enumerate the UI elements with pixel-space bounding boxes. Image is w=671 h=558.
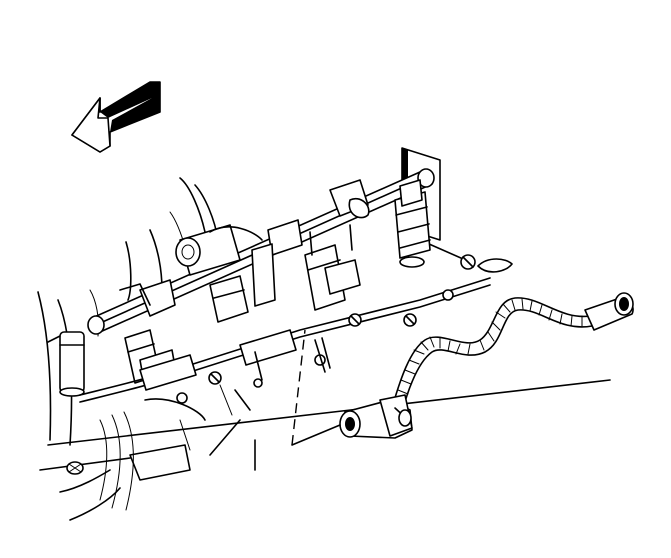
fuel-injector-3 [209, 243, 276, 323]
fuel-injector-1 [47, 331, 85, 397]
leader-line [291, 329, 341, 446]
injector-wiring-harness [391, 292, 634, 413]
injector-harness-left [79, 277, 491, 411]
pressure-regulator [175, 224, 263, 276]
fuel-injector-5 [394, 179, 431, 268]
fuel-injector-4 [304, 224, 361, 311]
direction-arrow [71, 81, 161, 153]
harness-connector [339, 394, 413, 439]
fasteners [176, 254, 513, 404]
engine-block [37, 177, 611, 521]
